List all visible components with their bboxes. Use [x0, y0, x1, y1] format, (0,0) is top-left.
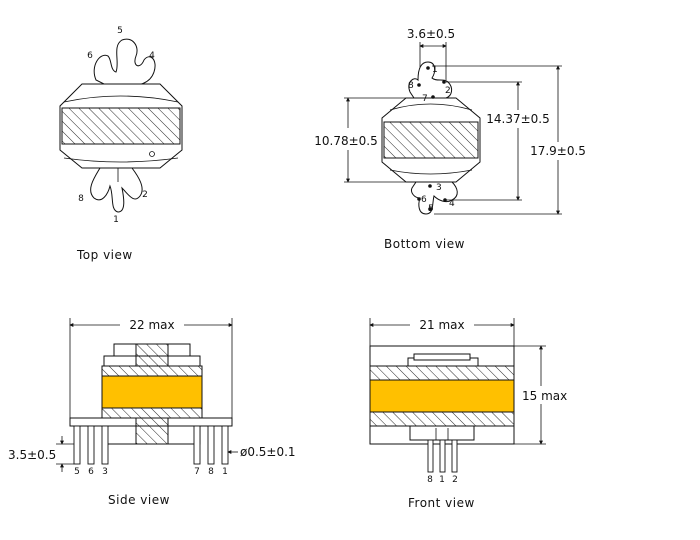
top-pin-label-2: 2 — [142, 190, 148, 200]
front-pin-label-8: 8 — [427, 475, 433, 485]
bottom-pin-label-3: 3 — [436, 183, 442, 193]
bottom-view-lower-tabs — [411, 181, 458, 215]
top-pin-label-1: 1 — [113, 215, 119, 225]
bottom-pin-label-5: 5 — [428, 204, 434, 214]
dim-pin-diameter: ø0.5±0.1 — [240, 445, 296, 459]
top-view-core — [61, 107, 181, 145]
dim-pin-span: 14.37±0.5 — [486, 112, 550, 126]
bottom-view-core — [383, 121, 479, 159]
side-pin-label-5: 5 — [74, 467, 80, 477]
top-pin-label-6: 6 — [87, 51, 93, 61]
dim-core-width: 10.78±0.5 — [314, 134, 378, 148]
dim-front-width: 21 max — [419, 318, 464, 332]
front-view: 21 max 8 1 2 15 max Front view — [369, 318, 567, 510]
top-pin-label-4: 4 — [149, 51, 155, 61]
bottom-pin-label-8: 8 — [408, 81, 414, 91]
top-view-caption: Top view — [76, 248, 133, 262]
front-view-caption: Front view — [408, 496, 475, 510]
front-pin-label-2: 2 — [452, 475, 458, 485]
top-view-pin1-marker — [149, 151, 155, 157]
dim-pin-length: 3.5±0.5 — [8, 448, 56, 462]
top-pin-label-5: 5 — [117, 26, 123, 36]
side-view-caption: Side view — [108, 493, 170, 507]
side-pin-label-1: 1 — [222, 467, 228, 477]
front-view-coil — [369, 379, 515, 413]
side-pin-label-7: 7 — [194, 467, 200, 477]
bottom-pin-label-7: 7 — [422, 94, 428, 104]
side-pin-label-8: 8 — [208, 467, 214, 477]
top-view-lower-tabs — [90, 167, 143, 213]
dim-side-width: 22 max — [129, 318, 174, 332]
bottom-pin-label-1: 1 — [432, 65, 438, 75]
dim-height: 15 max — [522, 389, 567, 403]
bottom-pin-label-6: 6 — [421, 195, 427, 205]
top-pin-label-8: 8 — [78, 194, 84, 204]
top-view-upper-tabs — [93, 38, 156, 87]
side-view-coil — [101, 375, 203, 409]
dim-pin-pitch: 3.6±0.5 — [407, 27, 455, 41]
side-pin-label-3: 3 — [102, 467, 108, 477]
bottom-view: 3.6±0.5 1 2 8 7 3 6 4 5 10.78±0.5 — [314, 27, 586, 251]
front-pin-label-1: 1 — [439, 475, 445, 485]
bottom-pin-label-2: 2 — [445, 86, 451, 96]
bottom-view-caption: Bottom view — [384, 237, 465, 251]
side-pin-label-6: 6 — [88, 467, 94, 477]
dim-overall-length: 17.9±0.5 — [530, 144, 586, 158]
side-view: 22 max 5 6 3 7 8 1 3.5±0.5 — [8, 318, 296, 507]
top-view: 5 6 4 8 2 1 Top view — [59, 26, 183, 262]
bottom-pin-label-4: 4 — [449, 199, 455, 209]
bottom-view-upper-tabs — [408, 61, 453, 99]
